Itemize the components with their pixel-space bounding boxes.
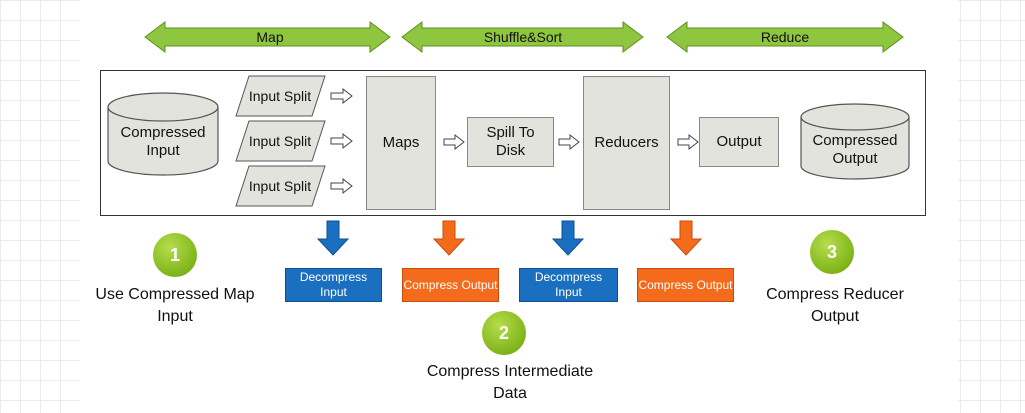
flow-arrow-6 — [677, 133, 699, 151]
down-arrow-blue-1 — [316, 220, 350, 256]
down-arrow-orange-2 — [669, 220, 703, 256]
step-1-caption: Use Compressed Map Input — [95, 286, 255, 325]
map-phase-label: Map — [256, 29, 284, 45]
decompress-input-box-1: Decompress Input — [285, 268, 382, 302]
step-3-badge: 3 — [810, 230, 854, 274]
input-split-shape-3 — [235, 165, 326, 207]
input-split-shape-1 — [235, 75, 326, 117]
step-2-caption: Compress Intermediate Data — [426, 363, 594, 402]
compress-output-box-2: Compress Output — [637, 268, 734, 302]
flow-arrow-3 — [330, 177, 353, 195]
input-split-label-2: Input Split — [248, 132, 312, 149]
flow-arrow-4 — [443, 133, 465, 151]
reducers-box: Reducers — [583, 76, 670, 210]
compressed-output-label: Compressed Output — [812, 132, 898, 167]
down-arrow-orange-1 — [432, 220, 466, 256]
flow-arrow-2 — [330, 132, 353, 150]
input-split-label-1: Input Split — [248, 87, 312, 104]
compressed-input-label: Compressed Input — [120, 124, 206, 159]
compressed-input-cylinder — [107, 92, 219, 176]
output-box: Output — [699, 117, 779, 167]
reduce-phase-arrow — [666, 21, 904, 53]
down-arrows — [316, 220, 703, 256]
step-3-caption: Compress Reducer Output — [766, 286, 904, 325]
reduce-phase-label: Reduce — [760, 29, 810, 45]
maps-box: Maps — [366, 76, 436, 210]
map-phase-arrow — [144, 21, 391, 53]
flow-arrow-5 — [558, 133, 580, 151]
flow-arrow-1 — [330, 87, 353, 105]
compress-output-box-1: Compress Output — [402, 268, 499, 302]
step-2-badge: 2 — [482, 311, 526, 355]
spill-to-disk-box: Spill To Disk — [467, 117, 554, 167]
decompress-input-box-2: Decompress Input — [519, 268, 618, 302]
compressed-output-cylinder — [800, 103, 910, 180]
step-1-badge: 1 — [153, 233, 197, 277]
down-arrow-blue-2 — [551, 220, 585, 256]
shuffle-phase-arrow — [401, 21, 644, 53]
shuffle-phase-label: Shuffle&Sort — [483, 29, 563, 45]
input-split-shape-2 — [235, 120, 326, 162]
phase-arrows — [144, 21, 904, 53]
process-shapes — [107, 75, 910, 207]
input-split-label-3: Input Split — [248, 177, 312, 194]
